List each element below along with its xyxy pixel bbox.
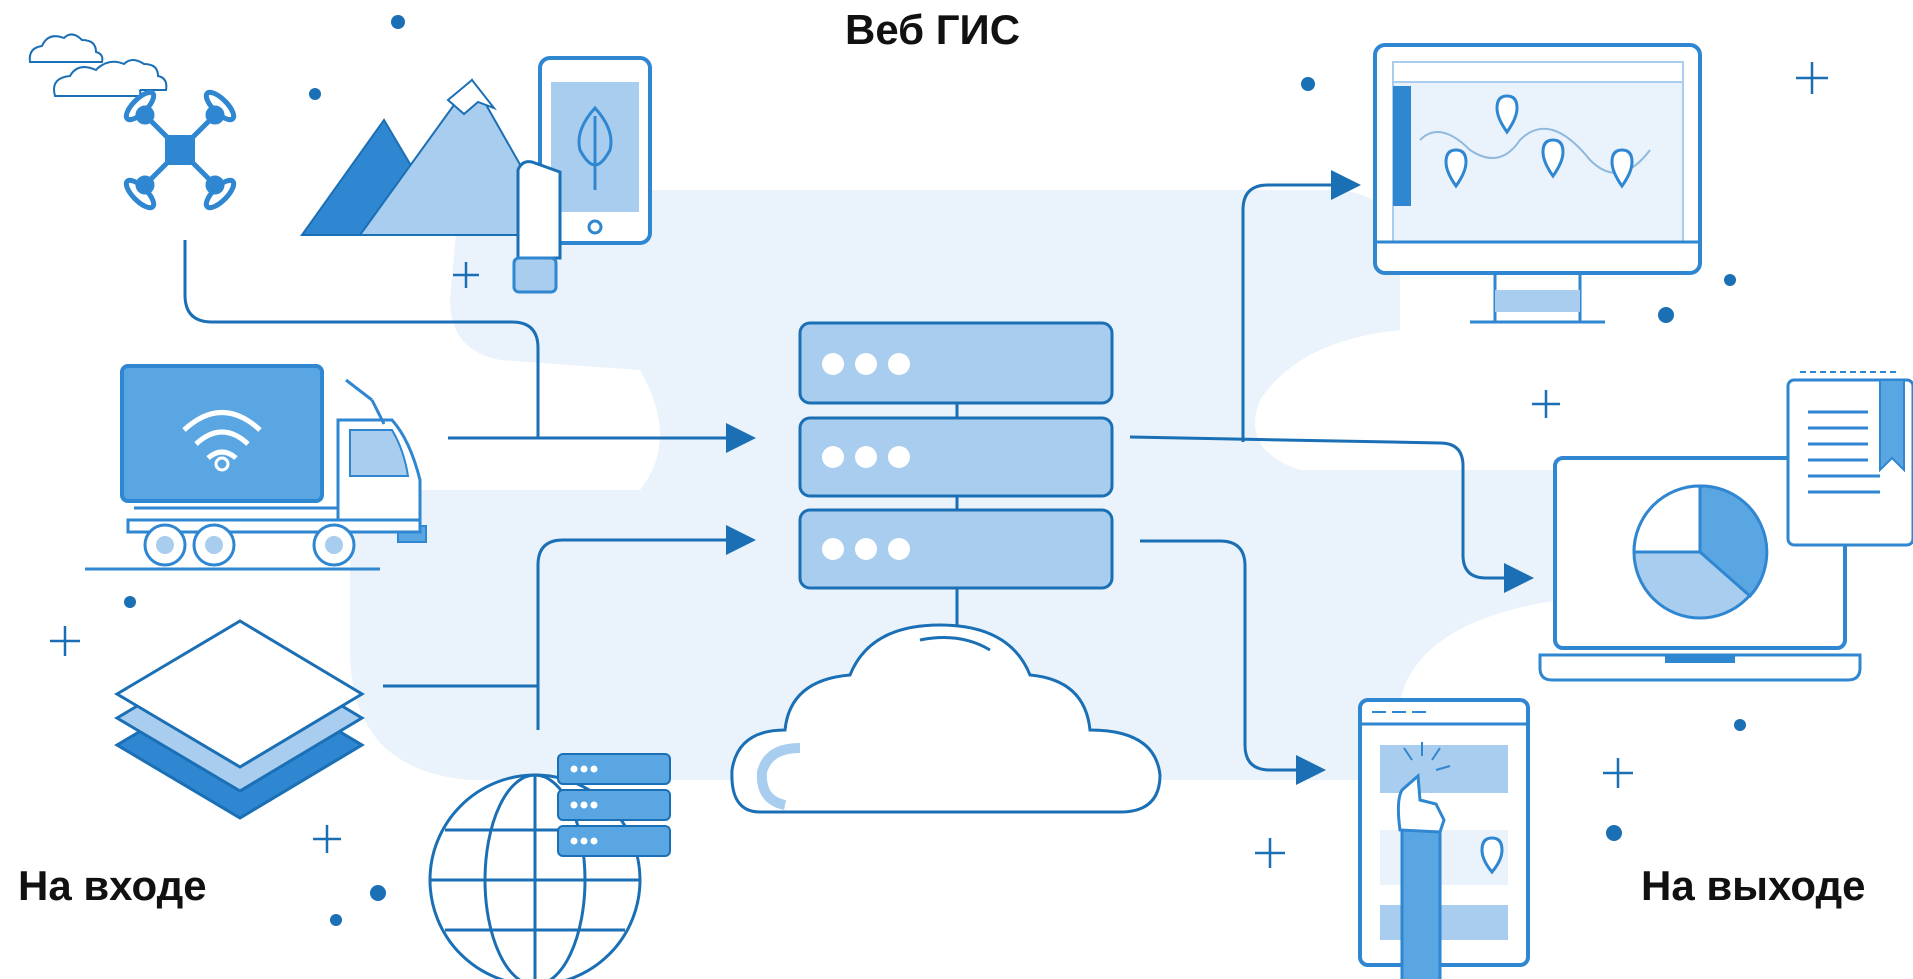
decorative-pluses: [50, 62, 1828, 868]
laptop-chart-icon: [1538, 456, 1862, 682]
connector-lines: [183, 170, 1534, 785]
mountain-photo-icon: [300, 78, 562, 236]
small-clouds-icon: [28, 33, 168, 97]
output-label: На выходе: [1641, 862, 1866, 909]
report-document-icon: [1786, 371, 1913, 547]
wifi-truck-icon: [85, 364, 427, 571]
input-label: На входе: [18, 862, 207, 909]
tablet-map-icon: [1358, 698, 1530, 979]
mobile-phone-icon: [512, 56, 652, 294]
globe-server-icon: [428, 753, 671, 979]
server-stack-icon: [798, 321, 1114, 590]
drone-icon: [123, 89, 237, 211]
cloud-icon: [730, 623, 1162, 814]
decorative-dots: [124, 15, 1746, 926]
monitor-map-icon: [1373, 43, 1702, 324]
map-layers-icon: [114, 619, 365, 820]
diagram-title: Веб ГИС: [845, 6, 1021, 53]
